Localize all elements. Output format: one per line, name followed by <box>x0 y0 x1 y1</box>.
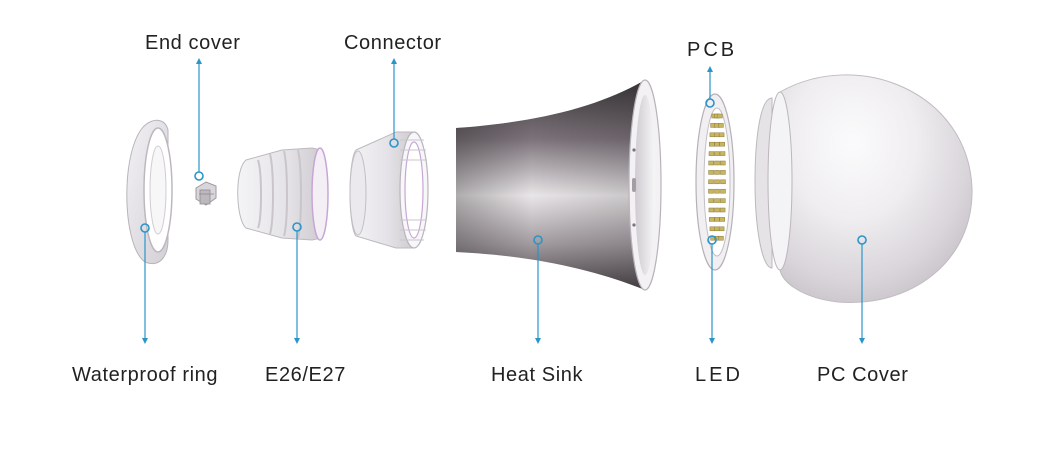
heat-sink-label: Heat Sink <box>491 364 584 386</box>
led-chip <box>718 235 724 241</box>
led-chip <box>718 226 725 232</box>
led-chip <box>714 170 720 175</box>
end-cover-leader <box>194 58 204 181</box>
connector-part <box>349 131 429 249</box>
led-chip <box>708 160 714 166</box>
pcb-leader <box>705 66 715 108</box>
led-chip <box>708 188 714 194</box>
led-chip <box>708 198 714 203</box>
pc-cover-leader <box>857 235 867 344</box>
pc-cover-label: PC Cover <box>817 364 909 386</box>
led-chip <box>718 123 724 128</box>
led-chip <box>719 141 725 147</box>
end-cover-part <box>195 181 217 206</box>
led-chip <box>714 179 720 185</box>
led-chip <box>714 207 720 213</box>
led-chip <box>709 217 715 222</box>
led-chip <box>718 132 725 138</box>
led-chip <box>708 207 715 213</box>
led-chip <box>719 207 726 213</box>
led-chip <box>714 217 720 222</box>
led-chip <box>716 113 723 119</box>
connector-label: Connector <box>344 32 442 54</box>
led-chip <box>714 151 720 156</box>
led-label: LED <box>695 364 743 386</box>
led-chip <box>719 217 725 222</box>
pcb-led-part <box>695 93 735 271</box>
led-chip <box>714 141 720 147</box>
end-cover-label: End cover <box>145 32 241 54</box>
led-chip <box>714 132 720 138</box>
heat-sink-leader <box>533 235 543 344</box>
waterproof-ring-label: Waterproof ring <box>72 364 219 386</box>
led-chip <box>719 151 726 156</box>
led-chip <box>714 226 720 232</box>
pcb-label: PCB <box>687 39 738 61</box>
led-chip <box>720 179 726 185</box>
led-chip <box>709 141 715 147</box>
led-chip <box>708 179 714 185</box>
led-chip <box>714 188 720 194</box>
led-chip <box>720 198 726 203</box>
led-chip <box>709 132 716 138</box>
waterproof-ring-leader <box>140 223 150 344</box>
led-chip <box>714 160 720 166</box>
connector-leader <box>389 58 399 148</box>
e26-e27-base-part <box>237 147 329 241</box>
pc-cover-part <box>754 74 973 304</box>
led-chip <box>720 160 726 166</box>
led-chip <box>709 226 716 232</box>
e26-e27-leader <box>292 222 302 344</box>
led-chip <box>708 170 714 175</box>
led-chip <box>720 170 726 175</box>
heat-sink-part <box>456 79 662 291</box>
led-chip <box>714 198 720 203</box>
led-chip <box>720 188 726 194</box>
led-leader <box>707 235 717 344</box>
led-chip <box>708 151 715 156</box>
e26-e27-label: E26/E27 <box>265 364 346 386</box>
waterproof-ring-part <box>126 119 173 264</box>
